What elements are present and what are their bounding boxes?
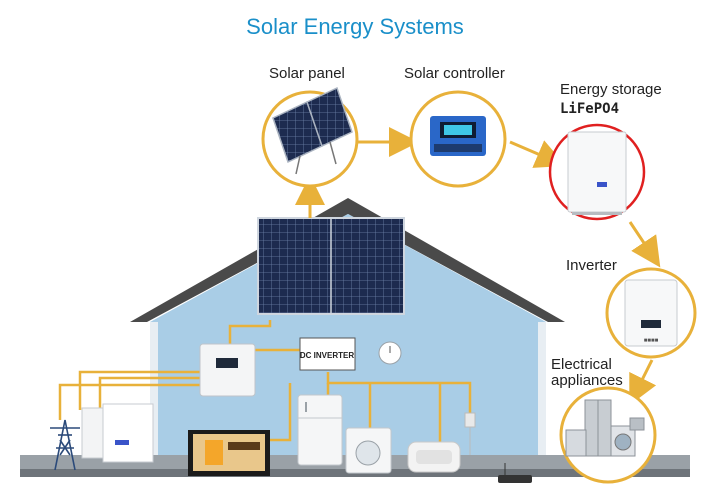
- solar-panel-icon: [272, 86, 353, 175]
- label-battery-type: LiFePO4: [560, 101, 620, 117]
- house-wiring: [58, 320, 472, 445]
- label-appliances: Electrical appliances: [551, 357, 623, 389]
- inverter-node: ■■■■: [605, 267, 697, 359]
- energy-storage-node: [548, 123, 646, 221]
- battery-icon: [567, 131, 627, 215]
- clock-icon: [378, 341, 402, 365]
- dc-inverter: DC INVERTER: [299, 337, 356, 371]
- flow-arrow-inverter-appliances: [629, 359, 657, 406]
- solar-controller-icon: [430, 116, 486, 156]
- armchair-icon: [407, 441, 461, 473]
- house-inverter: [199, 343, 256, 397]
- appliances-node: [559, 386, 657, 484]
- wall-batteries: [81, 403, 154, 463]
- solar-controller-node: [409, 90, 507, 188]
- label-appliances-line1: Electrical: [551, 356, 612, 373]
- svg-text:■■■■: ■■■■: [644, 338, 659, 344]
- inverter-icon: ■■■■: [624, 279, 678, 347]
- solar-panel-node: [261, 86, 359, 188]
- label-solar-controller: Solar controller: [404, 65, 505, 82]
- appliances-icon: [565, 399, 645, 457]
- flow-arrow-storage-inverter: [628, 221, 661, 268]
- label-energy-storage: Energy storage: [560, 81, 662, 98]
- fridge-icon: [297, 394, 343, 466]
- tv-icon: [188, 430, 270, 476]
- label-appliances-line2: appliances: [551, 372, 623, 389]
- router-icon: [498, 463, 532, 483]
- flow-arrow-controller-storage: [509, 140, 566, 168]
- power-tower-icon: [50, 419, 80, 471]
- washer-icon: [345, 427, 392, 474]
- lamp-icon: [464, 412, 476, 455]
- roof-solar-panel: [257, 217, 405, 315]
- dc-inverter-label: DC INVERTER: [300, 351, 354, 360]
- diagram-title: Solar Energy Systems: [246, 14, 464, 39]
- label-inverter: Inverter: [566, 257, 617, 274]
- label-solar-panel: Solar panel: [269, 65, 345, 82]
